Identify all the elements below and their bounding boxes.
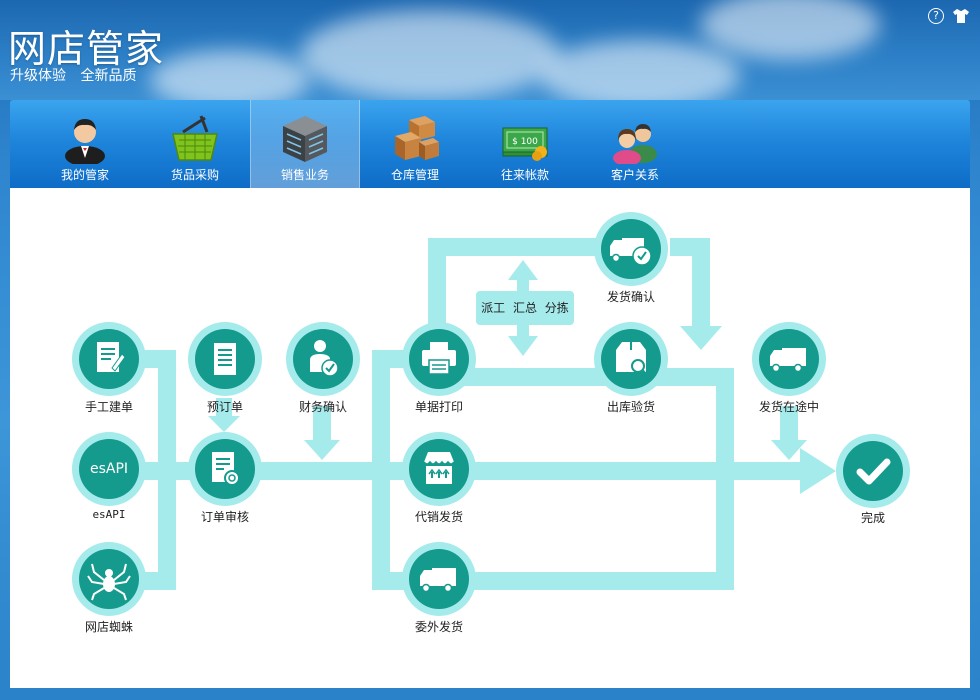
edit-document-icon [97, 342, 126, 372]
list-document-icon [214, 343, 236, 375]
finance-confirm-label: 财务确认 [298, 400, 347, 414]
shirt-icon[interactable] [952, 8, 970, 24]
outbound-check-label: 出库验货 [606, 400, 655, 414]
outsource-ship-node[interactable] [402, 542, 476, 616]
esapi-label: esAPI [92, 508, 126, 521]
spider-label: 网店蜘蛛 [84, 620, 133, 634]
nav-label: 往来帐款 [500, 168, 549, 182]
nav-label: 我的管家 [60, 168, 109, 182]
main-nav: 我的管家 货品采购 销售业务 [10, 100, 970, 188]
in-transit-label: 发货在途中 [758, 400, 819, 414]
butler-icon [65, 119, 105, 164]
manual-order-label: 手工建单 [84, 400, 133, 414]
spider-node[interactable] [72, 542, 146, 616]
truck-check-icon [610, 238, 652, 266]
manual-order-node[interactable] [72, 322, 146, 396]
spider-icon [87, 563, 131, 601]
consign-ship-label: 代销发货 [414, 510, 463, 524]
done-node[interactable] [836, 434, 910, 508]
storefront-icon [423, 452, 455, 484]
ship-confirm-node[interactable] [594, 212, 668, 286]
consign-ship-node[interactable] [402, 432, 476, 506]
finance-confirm-node[interactable] [286, 322, 360, 396]
nav-item-customers[interactable]: 客户关系 [580, 100, 690, 188]
help-icon[interactable]: ? [928, 8, 944, 24]
user-check-icon [310, 340, 339, 377]
checkmark-icon [856, 458, 891, 485]
order-review-label: 订单审核 [200, 510, 249, 524]
esapi-icon: esAPI [89, 461, 129, 477]
print-node[interactable] [402, 322, 476, 396]
task-box[interactable]: 派工 汇总 分拣 [476, 291, 574, 325]
preorder-node[interactable] [188, 322, 262, 396]
basket-icon [172, 115, 218, 161]
app-subtitle: 升级体验 全新品质 [10, 68, 137, 84]
nav-label: 仓库管理 [390, 168, 439, 182]
nav-item-accounts[interactable]: $ 100 往来帐款 [470, 100, 580, 188]
nav-label: 客户关系 [610, 168, 659, 182]
box-search-icon [616, 342, 647, 375]
nav-item-warehouse[interactable]: 仓库管理 [360, 100, 470, 188]
app-title: 网店管家 [8, 27, 165, 71]
nav-item-sales[interactable]: 销售业务 [250, 100, 360, 188]
done-label: 完成 [860, 511, 885, 525]
sales-flow-panel: 手工建单 esAPI esAPI 网店蜘蛛 预订单 订单审核 [10, 188, 970, 688]
money-icon: $ 100 [502, 127, 548, 161]
nav-label: 货品采购 [170, 168, 219, 182]
truck-icon [420, 568, 456, 593]
ship-confirm-label: 发货确认 [606, 290, 655, 304]
svg-text:$ 100: $ 100 [512, 137, 538, 147]
customers-icon [613, 124, 657, 164]
nav-item-purchase[interactable]: 货品采购 [140, 100, 250, 188]
boxes-icon [395, 116, 439, 160]
printer-icon [422, 342, 456, 375]
esapi-node[interactable]: esAPI [72, 432, 146, 506]
in-transit-node[interactable] [752, 322, 826, 396]
outsource-ship-label: 委外发货 [414, 620, 463, 634]
preorder-label: 预订单 [206, 400, 243, 414]
document-search-icon [212, 452, 240, 486]
nav-item-butler[interactable]: 我的管家 [30, 100, 140, 188]
truck-icon [770, 348, 806, 373]
nav-label: 销售业务 [280, 168, 329, 182]
print-label: 单据打印 [414, 400, 463, 414]
cabinet-icon [283, 116, 327, 162]
order-review-node[interactable] [188, 432, 262, 506]
outbound-check-node[interactable] [594, 322, 668, 396]
flow-lines [136, 238, 836, 590]
header-banner: 网店管家 升级体验 全新品质 ? [0, 0, 980, 100]
